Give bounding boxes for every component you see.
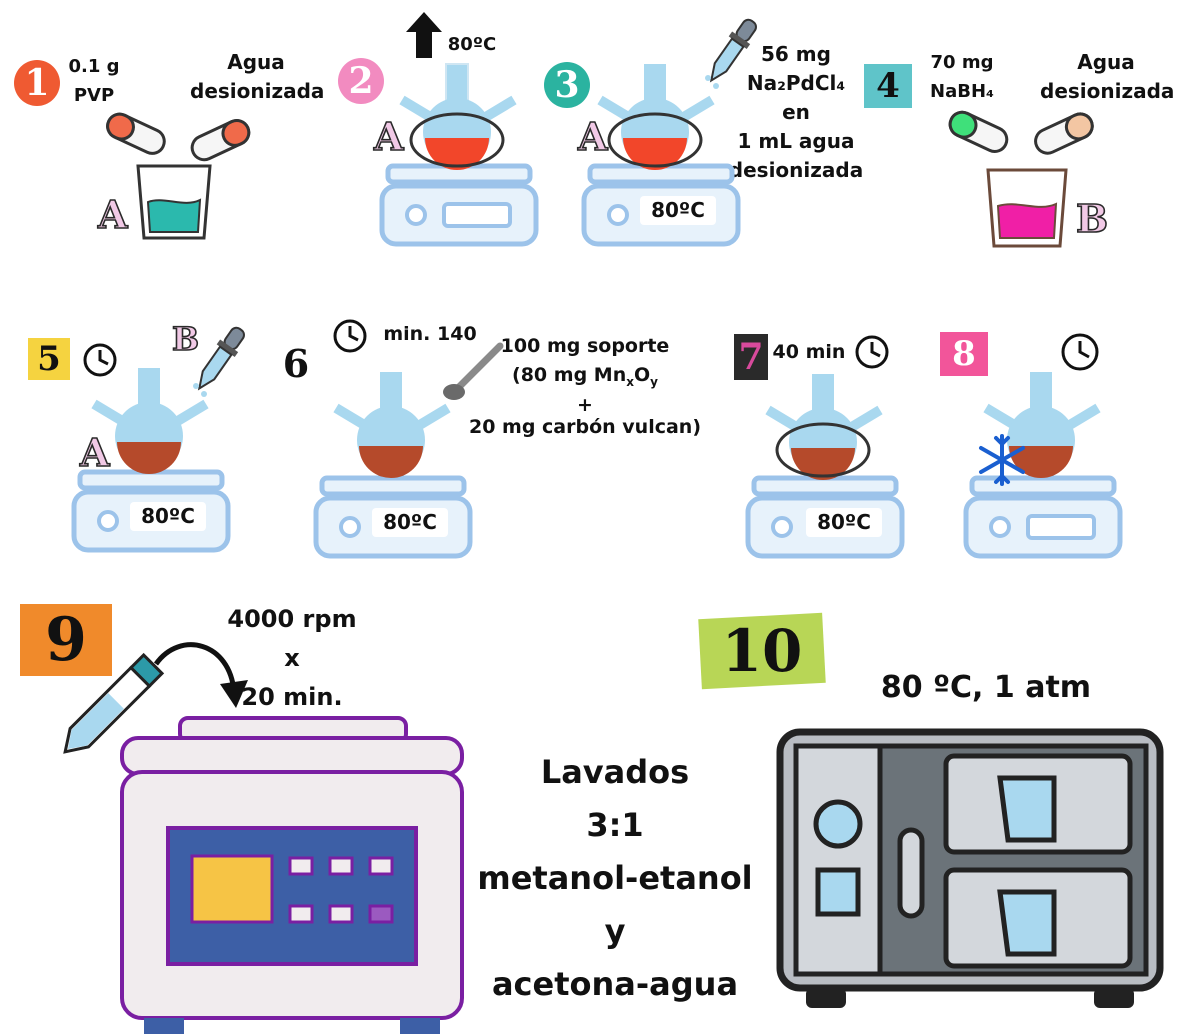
step-4-vessel-letter: B: [1075, 195, 1109, 242]
step-1-test-tubes-icon: [106, 112, 251, 162]
step-10-oven-icon: [776, 728, 1164, 1008]
step-7-flask-icon: [765, 374, 883, 480]
step-10-oven-conditions: 80 ºC, 1 atm: [880, 670, 1092, 705]
step-3-vessel-letter: A: [577, 113, 608, 160]
step-1-badge: 1: [12, 58, 62, 108]
step-4-badge: 4: [864, 64, 912, 108]
step-9-badge: 9: [20, 604, 112, 676]
step-8-clock-icon: [1061, 333, 1099, 371]
step-6-spatula-icon: [443, 342, 504, 400]
step-5-temperature: 80ºC: [130, 502, 206, 531]
step-2-heat-arrow-icon: [406, 12, 442, 58]
step-5-badge: 5: [28, 338, 70, 380]
washes-label: Lavados 3:1 metanol-etanol y acetona-agu…: [477, 753, 753, 1003]
step-9-tube-icon: [63, 652, 165, 754]
step-8-flask-icon: [983, 372, 1101, 478]
step-7-clock-icon: [855, 335, 889, 369]
step-8-badge: 8: [940, 332, 988, 376]
step-4-test-tubes-icon: [948, 110, 1094, 155]
step-6-temperature: 80ºC: [372, 508, 448, 537]
step-2-temperature: 80ºC: [447, 34, 497, 55]
step-5-flask-icon: [91, 368, 209, 474]
step-6-support-label: 100 mg soporte (80 mg MnxOy + 20 mg carb…: [468, 335, 702, 438]
step-2-vessel-letter: A: [373, 113, 404, 160]
step-7-temperature: 80ºC: [806, 508, 882, 537]
step-10-badge: 10: [698, 612, 826, 690]
step-6-time: min. 140: [383, 323, 477, 345]
step-9-centrifuge-settings: 4000 rpm x 20 min.: [227, 605, 357, 711]
step-5-dropper-letter: B: [171, 319, 200, 359]
step-7-time: 40 min: [772, 341, 846, 363]
step-3-reagent-label: 56 mg Na₂PdCl₄ en 1 mL agua desionizada: [728, 42, 864, 182]
step-5-clock-icon: [83, 343, 117, 377]
step-6-badge: 6: [272, 340, 320, 386]
step-2-flask-icon: [399, 63, 517, 170]
step-5-dropper-icon: [193, 326, 245, 397]
step-9-centrifuge-icon: [120, 716, 464, 1034]
step-3-badge: 3: [542, 60, 592, 110]
step-1-beaker-icon: [136, 164, 212, 240]
step-3-temperature: 80ºC: [640, 196, 716, 225]
step-6-clock-icon: [333, 319, 367, 353]
step-1-vessel-letter: A: [97, 191, 128, 238]
step-2-hotplate-icon: [379, 163, 539, 247]
step-5-vessel-letter: A: [79, 429, 110, 476]
step-6-flask-icon: [333, 372, 451, 478]
step-9-arrow-icon: [153, 642, 248, 708]
step-4-beaker-icon: [986, 168, 1068, 248]
step-3-flask-icon: [597, 64, 715, 170]
step-7-badge: 7: [734, 334, 768, 380]
step-8-hotplate-icon: [963, 475, 1123, 559]
step-2-badge: 2: [336, 56, 386, 106]
step-8-snowflake-icon: [979, 434, 1025, 486]
step-3-dropper-icon: [705, 18, 757, 89]
